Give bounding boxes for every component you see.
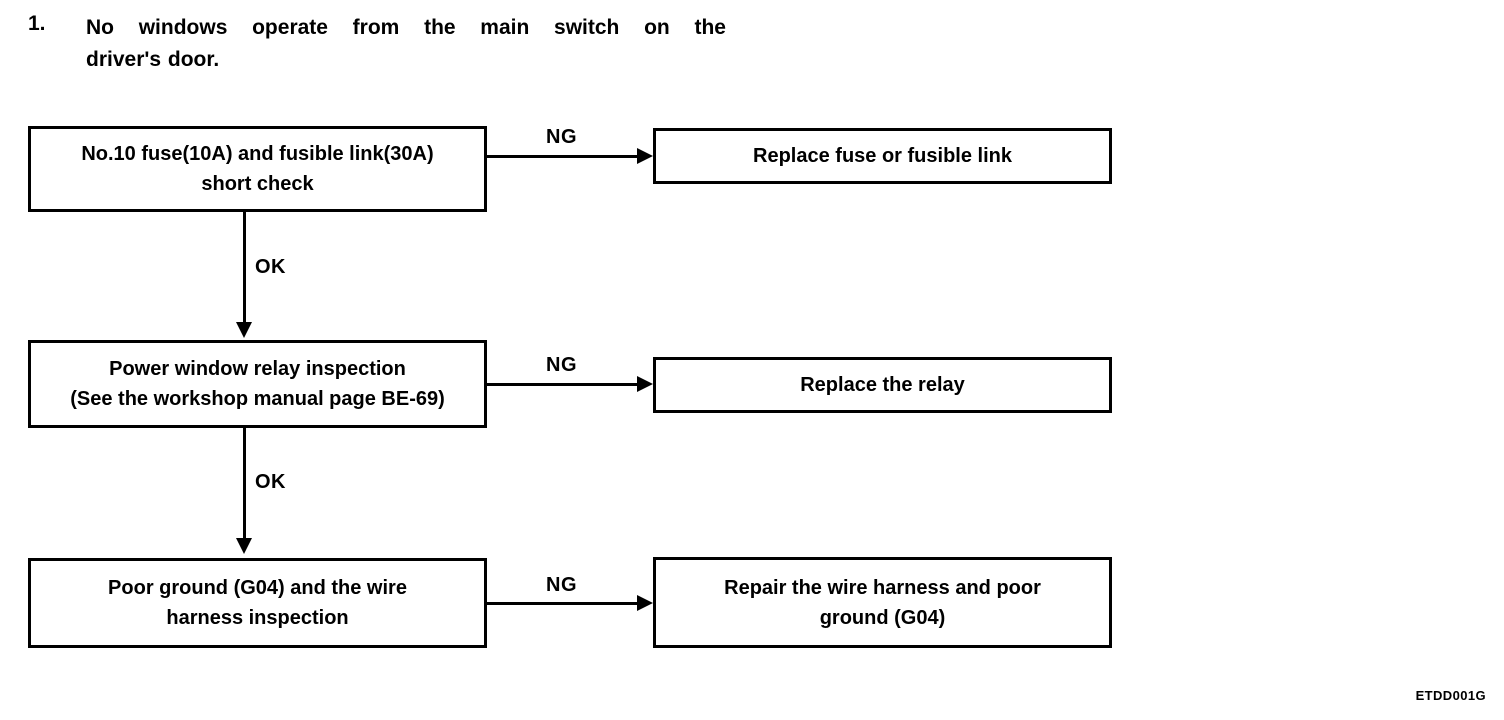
node-ground-inspection[interactable]: Poor ground (G04) and the wire harness i… bbox=[28, 558, 487, 648]
node-relay-inspection-line-2: (See the workshop manual page BE-69) bbox=[70, 388, 445, 410]
node-replace-relay-line-1: Replace the relay bbox=[800, 374, 965, 396]
edge-ok-1-line bbox=[243, 212, 246, 324]
heading-number: 1. bbox=[28, 12, 46, 35]
edge-ng-1-label: NG bbox=[546, 126, 577, 148]
figure-id: ETDD001G bbox=[1415, 688, 1486, 703]
heading-line-1: No windows operate from the main switch … bbox=[86, 16, 726, 39]
node-replace-fuse-line-1: Replace fuse or fusible link bbox=[753, 145, 1012, 167]
node-ground-inspection-line-2: harness inspection bbox=[166, 607, 349, 629]
node-fuse-check-label: No.10 fuse(10A) and fusible link(30A) sh… bbox=[81, 139, 433, 199]
heading-line-2: driver's door. bbox=[86, 48, 220, 71]
node-replace-fuse-label: Replace fuse or fusible link bbox=[753, 141, 1012, 171]
edge-ok-2-line bbox=[243, 428, 246, 540]
edge-ng-2-arrowhead bbox=[637, 376, 653, 392]
edge-ng-1-arrowhead bbox=[637, 148, 653, 164]
node-relay-inspection-label: Power window relay inspection (See the w… bbox=[70, 354, 445, 414]
node-ground-inspection-label: Poor ground (G04) and the wire harness i… bbox=[108, 573, 407, 633]
edge-ok-1-label: OK bbox=[255, 256, 286, 278]
node-repair-harness-line-1: Repair the wire harness and poor bbox=[724, 576, 1041, 599]
node-ground-inspection-line-1: Poor ground (G04) and the wire bbox=[108, 577, 407, 599]
edge-ng-3-label: NG bbox=[546, 574, 577, 596]
node-repair-harness-label: Repair the wire harness and poor ground … bbox=[724, 573, 1041, 633]
edge-ok-2-label: OK bbox=[255, 471, 286, 493]
node-replace-relay[interactable]: Replace the relay bbox=[653, 357, 1112, 413]
node-fuse-check[interactable]: No.10 fuse(10A) and fusible link(30A) sh… bbox=[28, 126, 487, 212]
edge-ng-3-arrowhead bbox=[637, 595, 653, 611]
node-repair-harness[interactable]: Repair the wire harness and poor ground … bbox=[653, 557, 1112, 648]
edge-ok-1-arrowhead bbox=[236, 322, 252, 338]
edge-ng-2-label: NG bbox=[546, 354, 577, 376]
edge-ok-2-arrowhead bbox=[236, 538, 252, 554]
node-relay-inspection[interactable]: Power window relay inspection (See the w… bbox=[28, 340, 487, 428]
node-replace-fuse[interactable]: Replace fuse or fusible link bbox=[653, 128, 1112, 184]
node-fuse-check-line-1: No.10 fuse(10A) and fusible link(30A) bbox=[81, 143, 434, 165]
node-fuse-check-line-2: short check bbox=[201, 173, 314, 195]
heading-text: No windows operate from the main switch … bbox=[86, 12, 726, 76]
node-repair-harness-line-2: ground (G04) bbox=[819, 606, 946, 629]
edge-ng-1-line bbox=[487, 155, 642, 158]
node-relay-inspection-line-1: Power window relay inspection bbox=[109, 358, 406, 380]
node-replace-relay-label: Replace the relay bbox=[800, 370, 965, 400]
edge-ng-2-line bbox=[487, 383, 642, 386]
edge-ng-3-line bbox=[487, 602, 642, 605]
